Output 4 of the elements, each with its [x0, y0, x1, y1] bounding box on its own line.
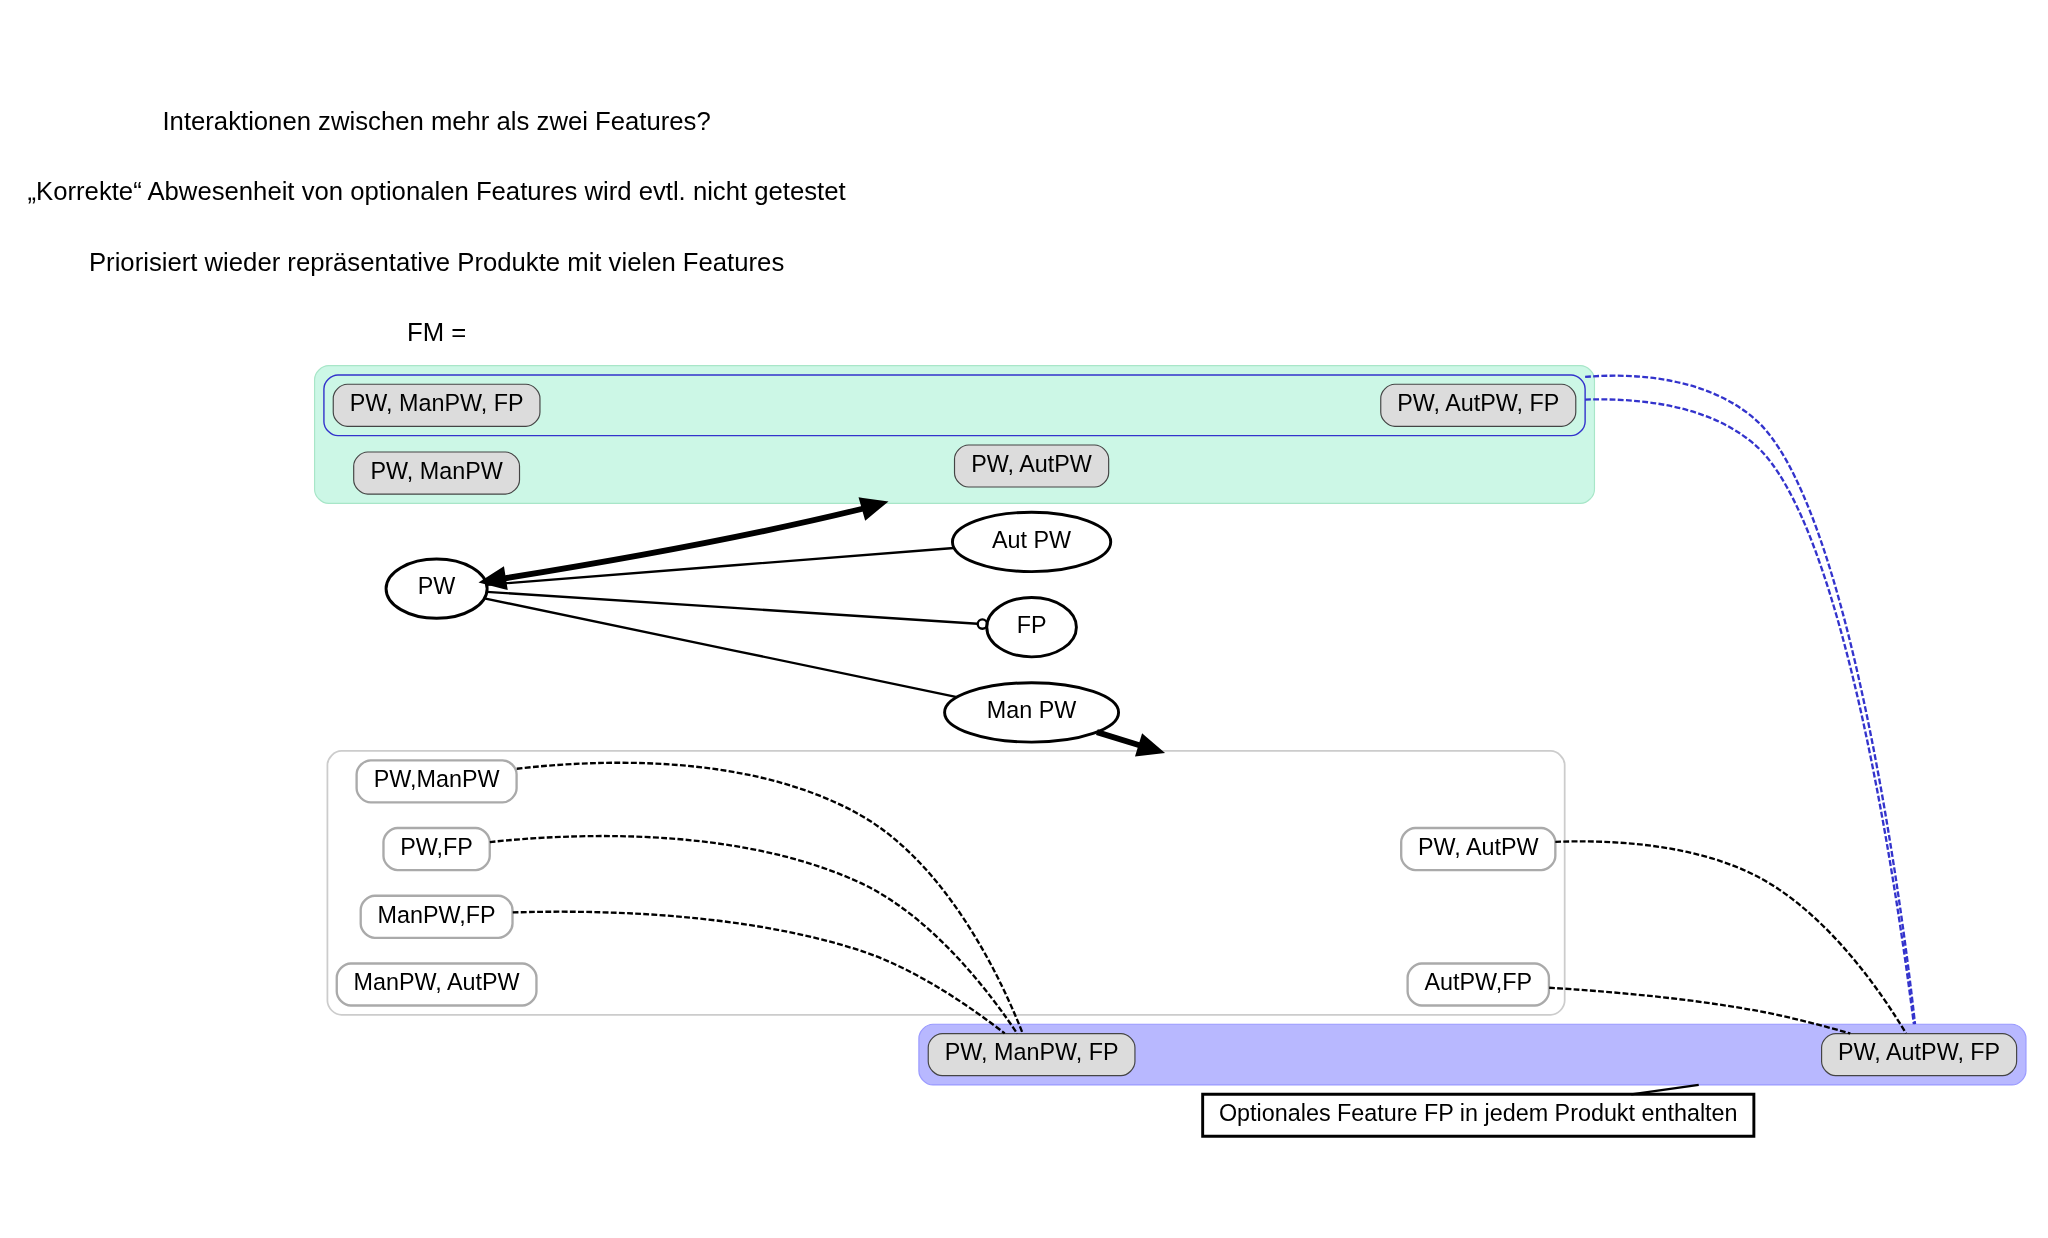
label: Priorisiert wieder repräsentative Produkte mit vielen Features [88, 247, 785, 276]
label: FM = [406, 317, 467, 346]
label: Interaktionen zwischen mehr als zwei Features? [162, 107, 711, 136]
label: „Korrekte“ Abwesenheit von optionalen Features wird evtl. nicht getestet [27, 177, 846, 206]
